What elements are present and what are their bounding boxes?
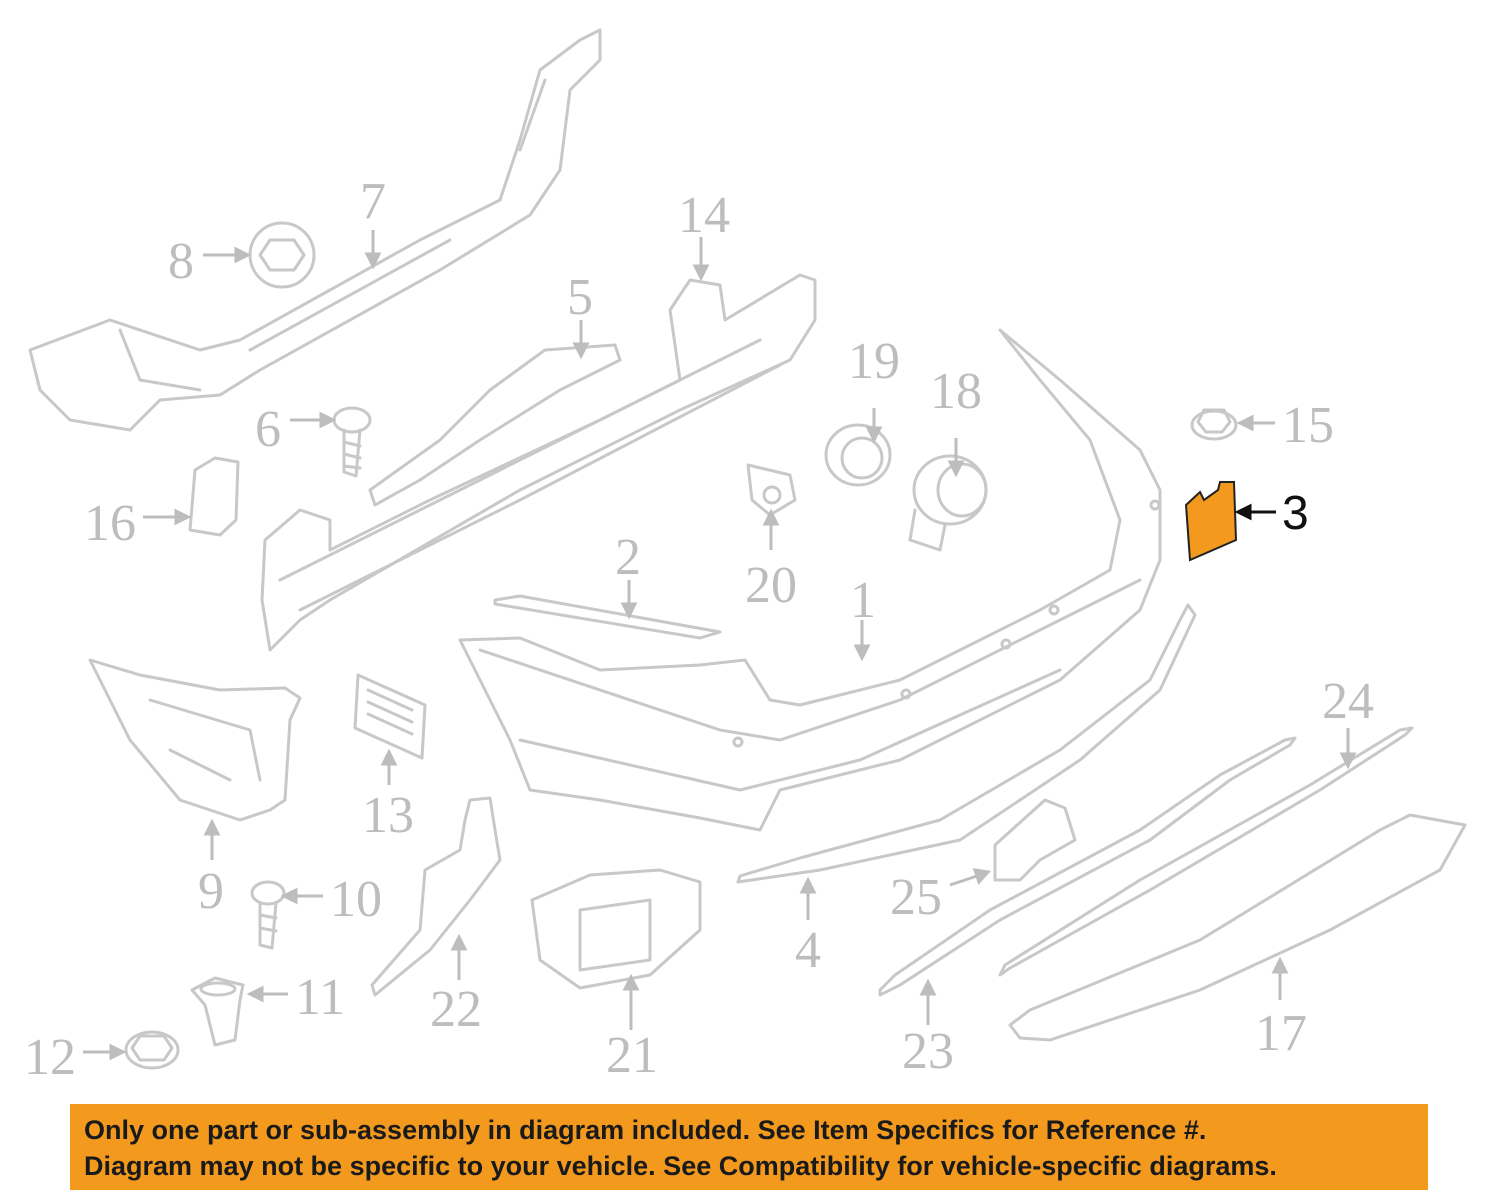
- part-8-shape: [248, 221, 316, 289]
- disclaimer-line-1: Only one part or sub-assembly in diagram…: [84, 1115, 1207, 1145]
- callout-15: 15: [1282, 397, 1334, 454]
- part-10-shape: [250, 880, 286, 950]
- part-17-shape: [1008, 813, 1467, 1042]
- callout-4: 4: [795, 922, 821, 979]
- callout-10: 10: [330, 871, 382, 928]
- part-25-shape: [993, 798, 1077, 882]
- part-13-shape: [353, 673, 427, 760]
- parts-diagram: [28, 28, 1467, 1070]
- part-19-shape: [824, 423, 892, 487]
- callout-6: 6: [255, 401, 281, 458]
- callout-24: 24: [1322, 673, 1374, 730]
- callout-5: 5: [567, 269, 593, 326]
- part-5-shape: [368, 343, 622, 507]
- part-18-shape: [908, 454, 988, 552]
- part-21-shape: [530, 868, 702, 990]
- callout-2: 2: [615, 529, 641, 586]
- callout-13: 13: [362, 787, 414, 844]
- part-7-shape: [28, 28, 602, 432]
- part-4-shape: [736, 603, 1197, 884]
- callout-8: 8: [168, 233, 194, 290]
- part-2-shape: [493, 594, 722, 640]
- part-23-shape: [878, 736, 1297, 997]
- part-22-shape: [370, 796, 502, 997]
- callout-11: 11: [295, 969, 346, 1026]
- callout-17: 17: [1255, 1005, 1307, 1062]
- part-11-shape: [190, 976, 245, 1047]
- part-14-shape: [260, 273, 817, 652]
- disclaimer-banner: Only one part or sub-assembly in diagram…: [70, 1104, 1428, 1190]
- part-6-shape: [332, 406, 372, 478]
- callout-16: 16: [84, 495, 136, 552]
- part-1-shape: [458, 328, 1162, 832]
- callout-12: 12: [24, 1029, 76, 1086]
- callout-7: 7: [360, 173, 386, 230]
- callout-18: 18: [930, 363, 982, 420]
- callout-20: 20: [745, 557, 797, 614]
- callout-1: 1: [850, 572, 876, 629]
- callout-23: 23: [902, 1023, 954, 1080]
- callout-25: 25: [890, 869, 942, 926]
- part-15-shape: [1190, 408, 1238, 441]
- part-3-shape: [1184, 481, 1238, 562]
- part-24-shape: [998, 726, 1414, 977]
- part-16-shape: [188, 456, 240, 537]
- callout-9: 9: [198, 863, 224, 920]
- callout-19: 19: [848, 333, 900, 390]
- disclaimer-line-2: Diagram may not be specific to your vehi…: [84, 1151, 1277, 1181]
- callout-14: 14: [678, 187, 730, 244]
- part-20-shape: [746, 463, 797, 517]
- part-9-shape: [88, 658, 302, 822]
- callout-22: 22: [430, 981, 482, 1038]
- callout-21: 21: [606, 1027, 658, 1084]
- callout-3: 3: [1282, 487, 1309, 540]
- part-12-shape: [124, 1030, 180, 1070]
